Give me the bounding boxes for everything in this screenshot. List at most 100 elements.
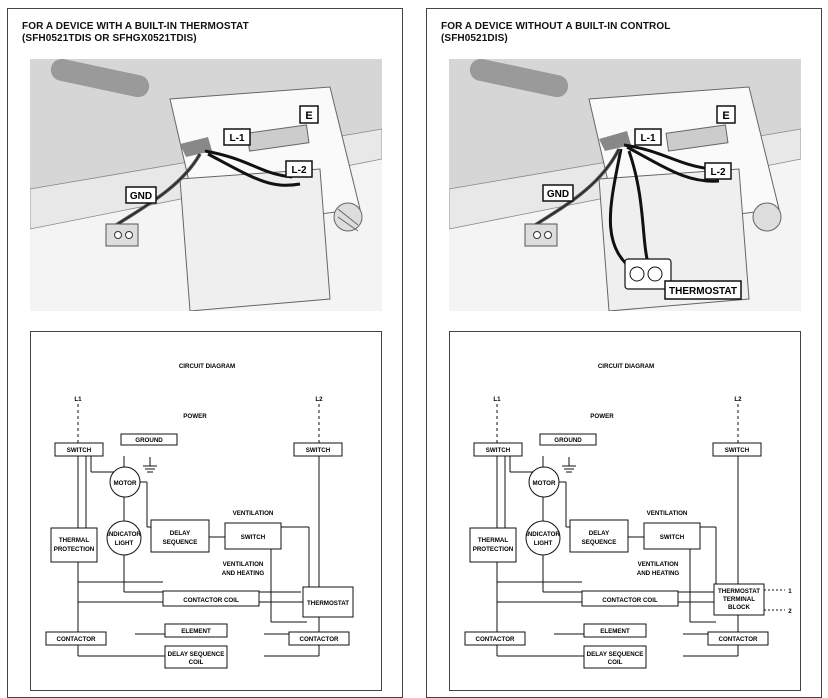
callout-l2: L-2 xyxy=(292,165,307,176)
label-thermal-1: THERMAL xyxy=(478,537,508,544)
label-terminal-2: 2 xyxy=(788,608,792,615)
motor-circle xyxy=(528,466,560,498)
circuit-title: CIRCUIT DIAGRAM xyxy=(598,363,654,370)
label-ground: GROUND xyxy=(554,437,582,444)
label-vent-heat-2: AND HEATING xyxy=(222,570,265,577)
label-vent-heat-1: VENTILATION xyxy=(638,561,679,568)
label-contactor-coil: CONTACTOR COIL xyxy=(602,597,658,604)
callout-gnd: GND xyxy=(130,191,152,202)
element-box xyxy=(583,623,647,638)
label-motor: MOTOR xyxy=(533,480,556,487)
title-line-1: FOR A DEVICE WITHOUT A BUILT-IN CONTROL xyxy=(441,21,671,32)
delay-sequence-coil-box xyxy=(583,645,647,669)
label-delay-1: DELAY xyxy=(170,530,191,537)
ground-box xyxy=(539,433,597,446)
label-delay-1: DELAY xyxy=(589,530,610,537)
label-dsc-1: DELAY SEQUENCE xyxy=(587,651,644,658)
switch-l2-box xyxy=(712,442,762,457)
callout-gnd: GND xyxy=(547,189,569,200)
wire-clamp xyxy=(180,137,212,157)
motor-circle xyxy=(109,466,141,498)
label-ground: GROUND xyxy=(135,437,163,444)
label-indicator-2: LIGHT xyxy=(534,540,553,547)
label-vent-heat-1: VENTILATION xyxy=(223,561,264,568)
label-indicator-1: INDICATOR xyxy=(107,531,141,538)
label-thermostat: THERMOSTAT xyxy=(307,600,349,607)
label-dsc-1: DELAY SEQUENCE xyxy=(168,651,225,658)
element-box xyxy=(164,623,228,638)
thermostat-box xyxy=(302,586,354,618)
label-terminal-1: 1 xyxy=(788,588,792,595)
label-contactor-right: CONTACTOR xyxy=(719,636,758,643)
label-contactor-coil: CONTACTOR COIL xyxy=(183,597,239,604)
label-ventilation: VENTILATION xyxy=(233,510,274,517)
heater-pipe xyxy=(469,59,569,98)
label-thermal-1: THERMAL xyxy=(59,537,89,544)
label-indicator-1: INDICATOR xyxy=(526,531,560,538)
label-indicator-2: LIGHT xyxy=(115,540,134,547)
label-tb-2: TERMINAL xyxy=(723,596,755,603)
circuit-diagram: CIRCUIT DIAGRAM L1 L2 POWER SWITCH SWITC… xyxy=(30,331,382,691)
label-l1: L1 xyxy=(74,396,82,403)
label-vent-heat-2: AND HEATING xyxy=(637,570,680,577)
wire-l1 xyxy=(204,149,293,179)
label-thermal-2: PROTECTION xyxy=(54,546,95,553)
callout-l2: L-2 xyxy=(711,167,726,178)
label-contactor-right: CONTACTOR xyxy=(300,636,339,643)
circuit-diagram: CIRCUIT DIAGRAM L1 L2 POWER SWITCH SWITC… xyxy=(449,331,801,691)
indicator-light-circle xyxy=(106,520,142,556)
label-tb-1: THERMOSTAT xyxy=(718,588,760,595)
wire-l2 xyxy=(626,145,720,183)
contactor-left-box xyxy=(464,631,526,646)
thermal-protection-box xyxy=(469,527,517,563)
center-switch-box xyxy=(224,522,282,550)
delay-sequence-box xyxy=(569,519,629,553)
circuit-title: CIRCUIT DIAGRAM xyxy=(179,363,235,370)
label-tb-3: BLOCK xyxy=(728,604,751,611)
indicator-light-circle xyxy=(525,520,561,556)
switch-l1-box xyxy=(54,442,104,457)
label-l1: L1 xyxy=(493,396,501,403)
wire-l2 xyxy=(207,152,301,187)
heater-pipe xyxy=(50,59,150,98)
label-switch-center: SWITCH xyxy=(660,534,685,541)
label-switch-l1: SWITCH xyxy=(67,447,92,454)
title-line-2: (SFH0521TDIS OR SFHGX0521TDIS) xyxy=(22,33,197,44)
terminal-block-e xyxy=(665,124,729,152)
contactor-left-box xyxy=(45,631,107,646)
label-switch-l2: SWITCH xyxy=(306,447,331,454)
wire-clamp xyxy=(599,131,631,151)
panel-title: FOR A DEVICE WITH A BUILT-IN THERMOSTAT … xyxy=(22,21,249,45)
label-switch-l2: SWITCH xyxy=(725,447,750,454)
label-delay-2: SEQUENCE xyxy=(582,539,617,546)
wiring-illustration: E L-1 L-2 GND THERMOSTAT xyxy=(449,59,801,311)
delay-sequence-coil-box xyxy=(164,645,228,669)
ground-box xyxy=(120,433,178,446)
thermostat-terminal-block-box xyxy=(713,583,765,616)
label-motor: MOTOR xyxy=(114,480,137,487)
wire-l1 xyxy=(623,143,712,171)
panel-built-in-thermostat: FOR A DEVICE WITH A BUILT-IN THERMOSTAT … xyxy=(7,8,403,698)
label-l2: L2 xyxy=(315,396,323,403)
thermal-protection-box xyxy=(50,527,98,563)
title-line-1: FOR A DEVICE WITH A BUILT-IN THERMOSTAT xyxy=(22,21,249,32)
callout-e: E xyxy=(305,110,312,122)
label-power: POWER xyxy=(183,413,207,420)
contactor-right-box xyxy=(707,631,769,646)
center-switch-box xyxy=(643,522,701,550)
label-contactor-left: CONTACTOR xyxy=(476,636,515,643)
panel-without-built-in-control: FOR A DEVICE WITHOUT A BUILT-IN CONTROL … xyxy=(426,8,822,698)
callout-e-box xyxy=(299,105,319,124)
delay-sequence-box xyxy=(150,519,210,553)
switch-l2-box xyxy=(293,442,343,457)
label-power: POWER xyxy=(590,413,614,420)
label-contactor-left: CONTACTOR xyxy=(57,636,96,643)
label-thermal-2: PROTECTION xyxy=(473,546,514,553)
label-dsc-2: COIL xyxy=(189,659,204,666)
circuit-schematic: CIRCUIT DIAGRAM L1 L2 POWER SWITCH SWITC… xyxy=(464,363,792,669)
panel-title: FOR A DEVICE WITHOUT A BUILT-IN CONTROL … xyxy=(441,21,670,45)
label-dsc-2: COIL xyxy=(608,659,623,666)
title-line-2: (SFH0521DIS) xyxy=(441,33,508,44)
label-ventilation: VENTILATION xyxy=(647,510,688,517)
label-l2: L2 xyxy=(734,396,742,403)
